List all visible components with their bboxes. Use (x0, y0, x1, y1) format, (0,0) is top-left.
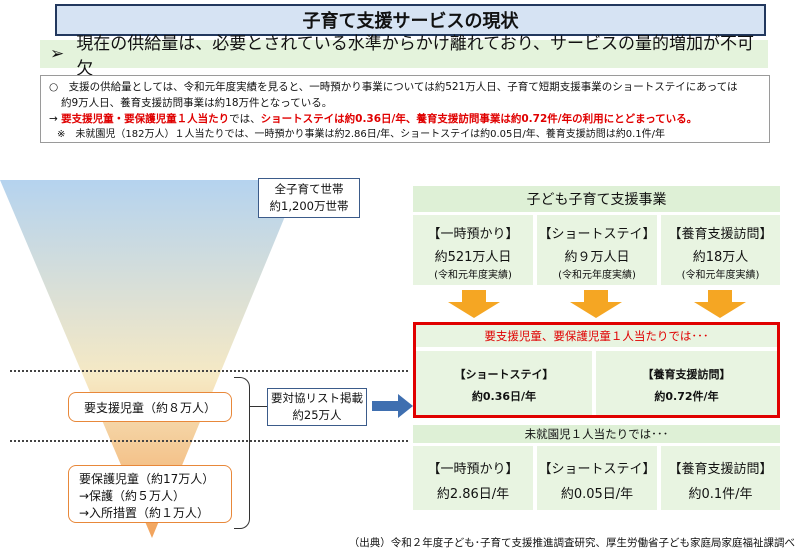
brace-connector (249, 406, 267, 407)
protected-short-stay-title: 【ショートステイ】 (454, 368, 554, 381)
source-citation: （出典）令和２年度子ども･子育て支援推進調査研究、厚生労働省子ども家庭局家庭福祉… (348, 537, 795, 549)
dotted-divider-top (10, 370, 408, 372)
council-list-count: 約25万人 (292, 408, 342, 422)
page-title: 子育て支援サービスの現状 (55, 4, 766, 36)
unenrolled-home-visit-cell: 【養育支援訪問】 約0.1件/年 (661, 446, 780, 510)
unenrolled-home-visit-title: 【養育支援訪問】 (668, 462, 773, 477)
unenrolled-short-stay-cell: 【ショートステイ】 約0.05日/年 (537, 446, 657, 510)
unenrolled-temporary-care-cell: 【一時預かり】 約2.86日/年 (413, 446, 533, 510)
funnel-triangle (0, 180, 300, 538)
support-children-text: 要支援児童（約８万人） (83, 400, 216, 415)
service-value: 約18万人 (692, 250, 749, 265)
note-arrow: → (49, 113, 62, 125)
services-header: 子ども子育て支援事業 (413, 186, 780, 212)
notes-box: ○ 支援の供給量としては、令和元年度実績を見ると、一時預かり事業については約52… (40, 75, 770, 143)
households-count: 約1,200万世帯 (269, 199, 349, 213)
protected-home-visit-cell: 【養育支援訪問】 約0.72件/年 (596, 351, 777, 415)
unenrolled-short-stay-title: 【ショートステイ】 (538, 462, 656, 477)
support-children-box: 要支援児童（約８万人） (68, 392, 232, 422)
blue-arrow-icon (372, 394, 413, 418)
placement-count: →入所措置（約１万人） (79, 506, 210, 520)
service-value: 約521万人日 (434, 250, 512, 265)
unenrolled-home-visit-value: 約0.1件/年 (688, 487, 753, 502)
per-protected-child-header-text: 要支援児童、要保護児童１人当たりでは･･･ (484, 329, 709, 343)
service-cell-short-stay: 【ショートステイ】 約９万人日 (令和元年度実績) (537, 215, 657, 285)
note-line-1b: 約9万人日、養育支援訪問事業は約18万件となっている。 (61, 97, 333, 109)
services-header-text: 子ども子育て支援事業 (526, 192, 667, 208)
down-arrow-icon (694, 290, 746, 318)
protection-count: →保護（約５万人） (79, 489, 186, 503)
subheading-text: 現在の供給量は、必要とされている水準からかけ離れており、サービスの量的増加が不可… (76, 34, 755, 79)
unenrolled-temporary-care-value: 約2.86日/年 (436, 487, 510, 502)
households-title: 全子育て世帯 (274, 182, 344, 196)
down-arrow-icon (448, 290, 500, 318)
protected-short-stay-cell: 【ショートステイ】 約0.36日/年 (416, 351, 592, 415)
note-highlight-2: ショートステイは約0.36日/年、養育支援訪問事業は約0.72件/年の利用にとど… (260, 113, 698, 125)
protected-home-visit-title: 【養育支援訪問】 (642, 368, 731, 381)
council-list-title: 要対協リスト掲載 (271, 391, 363, 405)
funnel-diagram (0, 180, 300, 538)
per-protected-child-box: 要支援児童、要保護児童１人当たりでは･･･ 【ショートステイ】 約0.36日/年… (413, 322, 780, 418)
service-cell-home-visit: 【養育支援訪問】 約18万人 (令和元年度実績) (661, 215, 780, 285)
dotted-divider-bottom (10, 440, 408, 442)
protected-children-text: 要保護児童（約17万人） (79, 472, 215, 486)
bullet-arrow-icon: ➢ (50, 44, 65, 64)
service-note: (令和元年度実績) (434, 270, 512, 281)
per-unenrolled-child-header-text: 未就園児１人当たりでは･･･ (524, 427, 669, 441)
service-note: (令和元年度実績) (558, 270, 636, 281)
protected-children-box: 要保護児童（約17万人） →保護（約５万人） →入所措置（約１万人） (68, 465, 232, 523)
note-line-3: ※ 未就園児（182万人）１人当たりでは、一時預かり事業は約2.86日/年、ショ… (57, 129, 666, 140)
service-title: 【一時預かり】 (427, 227, 519, 242)
service-title: 【養育支援訪問】 (668, 227, 773, 242)
all-households-label: 全子育て世帯 約1,200万世帯 (258, 178, 360, 218)
service-cell-temporary-care: 【一時預かり】 約521万人日 (令和元年度実績) (413, 215, 533, 285)
protected-home-visit-value: 約0.72件/年 (654, 390, 719, 403)
unenrolled-temporary-care-title: 【一時預かり】 (427, 462, 519, 477)
note-mid: では、 (229, 113, 261, 125)
council-list-box: 要対協リスト掲載 約25万人 (267, 388, 367, 426)
note-line-2: → 要支援児童・要保護児童１人当たりでは、ショートステイは約0.36日/年、養育… (49, 111, 761, 127)
subheading: ➢ 現在の供給量は、必要とされている水準からかけ離れており、サービスの量的増加が… (40, 34, 768, 79)
per-protected-child-header: 要支援児童、要保護児童１人当たりでは･･･ (416, 325, 777, 347)
unenrolled-short-stay-value: 約0.05日/年 (560, 487, 634, 502)
down-arrow-icon (570, 290, 622, 318)
grouping-brace (234, 377, 250, 529)
service-value: 約９万人日 (564, 250, 630, 265)
note-line-1a: ○ 支援の供給量としては、令和元年度実績を見ると、一時預かり事業については約52… (49, 81, 738, 93)
service-note: (令和元年度実績) (681, 270, 760, 281)
note-highlight-1: 要支援児童・要保護児童１人当たり (61, 113, 230, 125)
service-title: 【ショートステイ】 (538, 227, 656, 242)
protected-short-stay-value: 約0.36日/年 (471, 390, 537, 403)
per-unenrolled-child-header: 未就園児１人当たりでは･･･ (413, 425, 780, 443)
